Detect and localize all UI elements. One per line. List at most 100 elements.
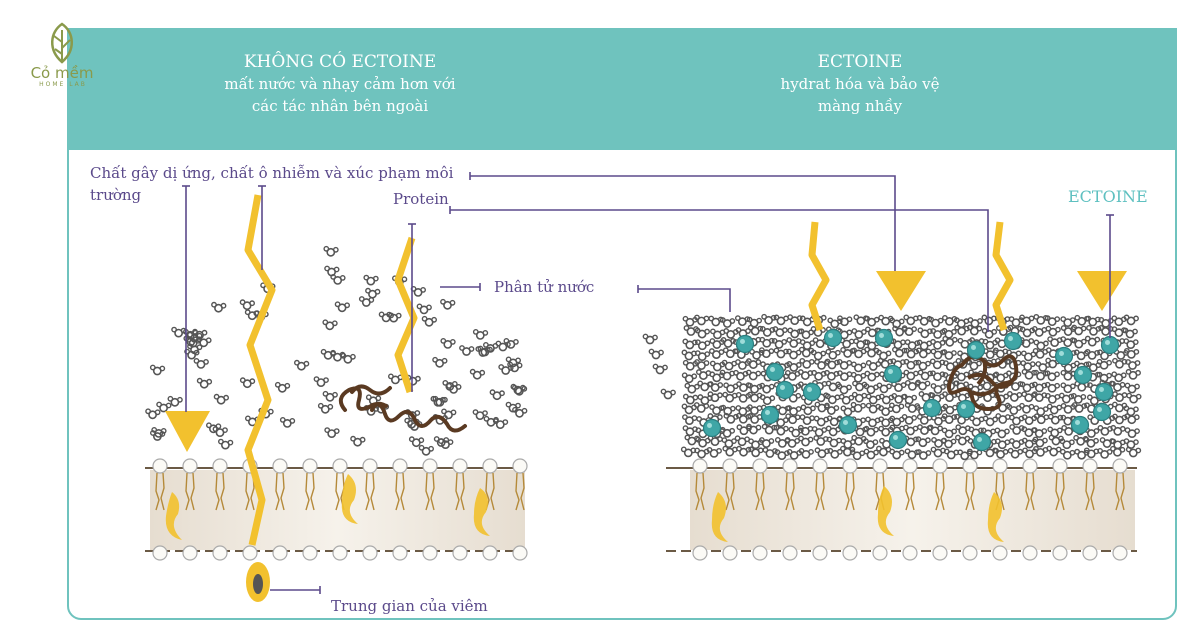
water-molecule — [734, 435, 751, 447]
water-molecule — [994, 438, 1011, 450]
water-molecule — [322, 319, 338, 331]
water-molecule — [966, 324, 983, 336]
ectoine-highlight — [961, 404, 966, 409]
water-molecule — [709, 328, 726, 340]
ectoine-sphere — [888, 430, 908, 450]
water-molecule — [836, 370, 853, 382]
water-molecule — [1046, 403, 1063, 415]
water-molecule — [1031, 427, 1048, 438]
ectoine-sphere — [883, 364, 903, 384]
allergen-triangle — [876, 271, 926, 311]
water-molecule — [758, 347, 775, 359]
water-molecule — [891, 381, 907, 392]
water-molecule — [954, 324, 970, 336]
water-molecule — [1032, 436, 1048, 448]
water-molecule — [732, 369, 749, 381]
water-molecule — [787, 314, 803, 326]
ectoine-sphere — [956, 399, 976, 419]
water-molecule — [274, 381, 291, 393]
water-molecule — [1018, 402, 1035, 414]
water-molecule — [800, 404, 816, 416]
lipid-head — [272, 545, 288, 561]
ectoine-highlight — [888, 369, 893, 374]
water-molecule — [901, 413, 918, 425]
water-molecule — [1008, 438, 1025, 449]
water-molecule — [759, 394, 776, 406]
water-molecule — [773, 347, 789, 359]
water-molecule — [1109, 445, 1126, 457]
allergens-label-line1: Chất gây dị ứng, chất ô nhiễm và xúc phạ… — [90, 164, 454, 182]
water-molecule — [350, 435, 366, 447]
lipid-head — [722, 545, 738, 561]
water-molecule — [736, 424, 752, 436]
allergen-triangle — [1077, 271, 1127, 311]
water-molecule — [682, 338, 698, 350]
water-molecule — [1125, 446, 1142, 458]
ectoine-highlight — [707, 423, 712, 428]
water-molecule — [440, 337, 456, 349]
water-molecule — [799, 414, 816, 426]
leaf-logo-icon — [51, 22, 73, 64]
water-molecule — [469, 368, 486, 380]
water-molecule — [1110, 424, 1126, 436]
water-molecule — [942, 335, 958, 347]
ectoine-sphere — [765, 362, 785, 382]
lipid-head — [362, 545, 378, 561]
header-band — [67, 28, 1177, 150]
water-molecule — [901, 393, 918, 405]
water-molecule — [709, 371, 725, 383]
lipid-head — [152, 545, 168, 561]
water-molecule — [1124, 382, 1141, 394]
water-molecule — [1123, 314, 1140, 326]
water-molecule — [1020, 360, 1036, 372]
water-molecule — [719, 369, 736, 381]
water-molecule — [1097, 447, 1113, 459]
water-molecule — [1084, 335, 1101, 347]
water-molecule — [149, 364, 166, 376]
water-molecule — [693, 401, 710, 413]
water-molecule — [1123, 347, 1140, 359]
water-molecule — [334, 301, 351, 313]
water-molecule — [1111, 357, 1128, 369]
ectoine-sphere — [1094, 382, 1114, 402]
lipid-head — [422, 545, 438, 561]
lipid-head — [392, 545, 408, 561]
water-molecule — [823, 404, 840, 415]
water-molecule — [850, 371, 867, 383]
water-molecule — [681, 372, 698, 384]
ectoine-highlight — [780, 385, 785, 390]
water-molecule — [851, 327, 867, 339]
membrane-protein-blob — [711, 492, 728, 542]
water-molecule — [823, 369, 840, 381]
water-molecule — [329, 350, 346, 362]
water-molecule — [1074, 448, 1090, 460]
ectoine-sphere — [972, 432, 992, 452]
water-molecule — [941, 437, 957, 449]
water-molecule — [492, 418, 509, 430]
water-molecule — [707, 435, 723, 446]
water-molecule — [814, 447, 830, 459]
water-molecule — [196, 377, 213, 389]
water-molecule — [682, 393, 699, 405]
ectoine-highlight — [807, 387, 812, 392]
water-molecule — [387, 373, 404, 385]
water-molecule — [734, 359, 751, 370]
water-molecule — [1008, 414, 1025, 426]
right-panel-subtitle-line1: hydrat hóa và bảo vệ — [780, 75, 940, 93]
water-molecule — [239, 299, 256, 311]
water-molecule — [1124, 427, 1141, 439]
water-molecule — [876, 382, 892, 394]
allergens-label-line2: trường — [90, 186, 142, 204]
water-molecule — [788, 426, 804, 438]
water-molecule — [648, 348, 665, 360]
water-molecule — [969, 415, 985, 427]
ectoine-highlight — [843, 420, 848, 425]
water-molecule — [693, 359, 710, 370]
water-molecule — [889, 448, 905, 460]
water-molecule — [682, 425, 698, 437]
water-molecule — [993, 447, 1009, 459]
water-molecule — [915, 347, 932, 359]
water-molecule — [903, 314, 919, 326]
water-molecule — [954, 434, 971, 446]
water-molecule — [184, 348, 200, 360]
